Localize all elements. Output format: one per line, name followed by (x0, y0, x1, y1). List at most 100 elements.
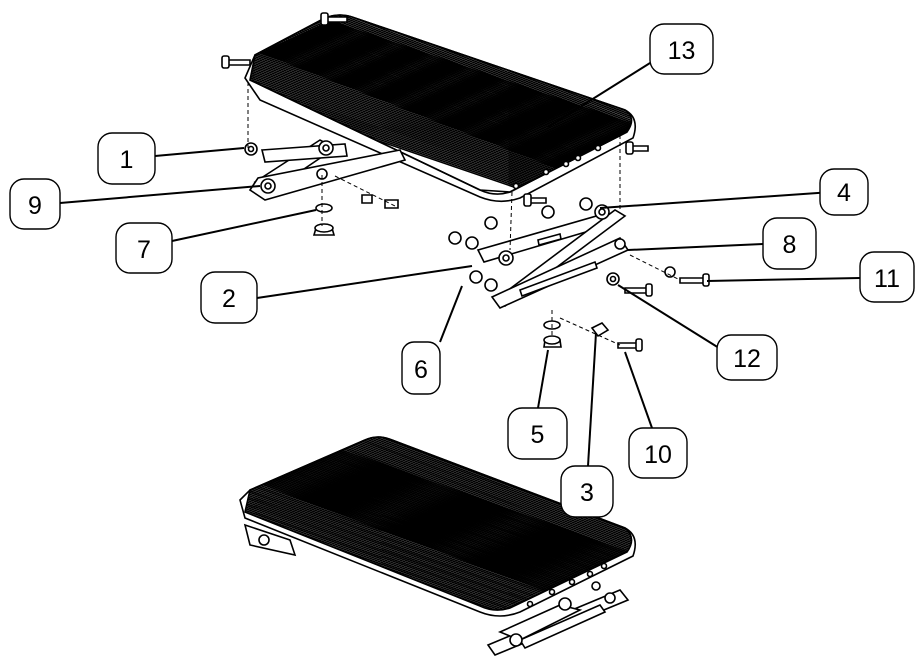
tread-groove (270, 47, 632, 195)
tread-groove (267, 473, 632, 611)
tread-groove (330, 437, 632, 583)
assembly-guide-lines (247, 82, 681, 346)
tread-groove (245, 486, 632, 611)
tread-groove (254, 479, 632, 611)
tread-groove (329, 20, 632, 172)
tread-groove (298, 459, 632, 611)
tread-groove (270, 472, 632, 611)
tread-groove (314, 452, 632, 611)
tread-groove (329, 445, 632, 607)
callout-3: 3 (560, 465, 614, 518)
tread-groove (300, 33, 632, 185)
callout-10: 10 (628, 427, 688, 479)
callout-leaders (59, 57, 861, 467)
tread-groove (289, 38, 632, 190)
tread-groove (323, 437, 632, 586)
tread-groove (311, 15, 632, 164)
top-mounting-bolts (221, 12, 649, 207)
tread-groove (245, 483, 632, 611)
tread-groove (303, 457, 632, 611)
tread-groove (303, 32, 632, 184)
tread-groove (272, 46, 632, 195)
callout-6: 6 (401, 341, 441, 395)
svg-text:6: 6 (414, 356, 428, 384)
tread-groove (250, 71, 632, 195)
svg-text:7: 7 (137, 236, 151, 264)
tread-groove (261, 476, 632, 611)
svg-text:10: 10 (644, 441, 672, 469)
tread-groove (276, 469, 632, 611)
tread-groove (250, 481, 632, 611)
tread-groove (334, 437, 632, 581)
tread-groove (245, 498, 632, 611)
tread-groove (318, 450, 632, 611)
svg-text:4: 4 (837, 179, 851, 207)
tread-groove (245, 491, 632, 611)
tread-groove (274, 45, 632, 195)
tread-groove (274, 470, 632, 611)
svg-text:2: 2 (222, 285, 236, 313)
tread-groove (245, 496, 632, 611)
tread-groove (292, 462, 632, 611)
callout-1: 1 (97, 132, 156, 185)
tread-groove (276, 44, 632, 195)
tread-groove (265, 474, 632, 611)
tread-groove (327, 21, 632, 173)
tread-groove (305, 31, 632, 183)
tread-groove (316, 26, 632, 178)
tread-groove (278, 468, 632, 611)
svg-text:1: 1 (120, 146, 134, 174)
tread-groove (305, 456, 632, 611)
svg-text:11: 11 (874, 265, 900, 293)
tread-groove (320, 24, 632, 176)
tread-groove (307, 455, 632, 611)
tread-groove (245, 492, 632, 611)
tread-groove (325, 22, 632, 174)
tread-groove (287, 464, 632, 611)
tread-groove (265, 49, 632, 195)
tread-groove (294, 36, 632, 188)
callout-5: 5 (507, 407, 568, 460)
tread-groove (309, 454, 632, 611)
tread-groove (245, 497, 632, 611)
tread-groove (245, 493, 632, 611)
callout-12: 12 (716, 334, 778, 381)
tread-groove (283, 466, 632, 611)
tread-groove (245, 490, 632, 611)
tread-groove (313, 15, 632, 163)
tread-groove (285, 465, 632, 611)
tread-groove (245, 488, 632, 611)
tread-groove (256, 478, 632, 611)
tread-groove (321, 437, 632, 587)
callout-9: 9 (9, 178, 61, 230)
tread-groove (263, 475, 632, 611)
tread-groove (318, 25, 632, 177)
tread-groove (317, 437, 632, 589)
svg-text:13: 13 (668, 37, 696, 65)
tread-groove (327, 446, 632, 608)
tread-groove (281, 467, 632, 611)
tread-groove (245, 485, 632, 611)
tread-groove (245, 495, 632, 611)
tread-groove (309, 29, 632, 181)
tread-groove (287, 39, 632, 191)
svg-text:3: 3 (580, 479, 594, 507)
tread-groove (325, 437, 632, 585)
tread-groove (314, 437, 632, 590)
tread-groove (320, 449, 632, 611)
callout-11: 11 (859, 251, 915, 303)
tread-groove (332, 437, 632, 582)
tread-groove (300, 458, 632, 611)
tread-groove (245, 499, 632, 611)
tread-groove (322, 23, 632, 175)
tread-groove (298, 34, 632, 186)
tread-groove (245, 489, 632, 611)
tread-groove (325, 447, 632, 609)
tread-groove (328, 437, 632, 584)
tread-groove (312, 437, 632, 591)
tread-groove (259, 477, 632, 611)
tread-groove (245, 484, 632, 611)
tread-groove (283, 41, 632, 193)
svg-text:12: 12 (733, 345, 761, 373)
